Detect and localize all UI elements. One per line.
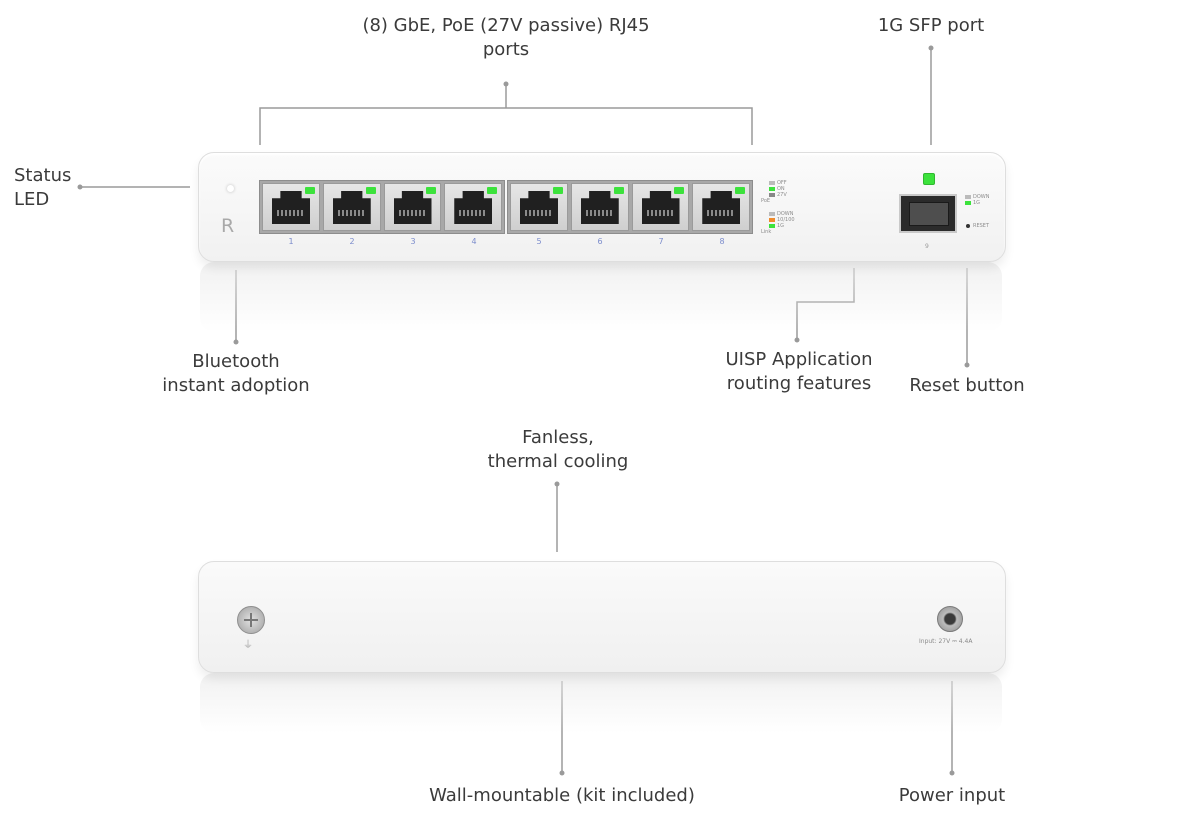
switch-rear-panel: ⏚ Input: 27V ⎓ 4.4A <box>198 561 1006 673</box>
power-input-label: Power input <box>898 785 1006 806</box>
power-leader-dot <box>949 770 955 776</box>
port-led-4 <box>487 187 497 194</box>
uisp-label: UISP Application routing features <box>725 349 873 394</box>
rj45-port-group-1 <box>259 180 505 234</box>
fanless-label: Fanless, thermal cooling <box>487 427 629 472</box>
reset-button <box>966 224 970 228</box>
reset-text: RESET <box>973 223 990 229</box>
switch-front-panel: R 1 2 3 4 5 6 7 8 OFF ON 27V PoE DOWN 10… <box>198 152 1006 262</box>
rj45-port-5 <box>510 183 568 231</box>
fanless-leader-dot <box>554 481 560 487</box>
port-number-6: 6 <box>597 237 603 246</box>
port-led-7 <box>674 187 685 194</box>
power-spec: Input: 27V ⎓ 4.4A <box>919 638 973 645</box>
rj45-port-8 <box>692 183 750 231</box>
rj45-leader-dot <box>503 81 509 87</box>
brand-logo: R <box>221 215 235 237</box>
rj45-port-7 <box>631 183 690 231</box>
port-led-6 <box>613 187 624 194</box>
rj45-port-group-2 <box>507 180 753 234</box>
rj45-port-1 <box>262 183 320 231</box>
port-number-5: 5 <box>536 237 542 246</box>
port-number-1: 1 <box>288 237 294 246</box>
port-number-4: 4 <box>471 237 477 246</box>
sfp-port-label: 1G SFP port <box>877 15 985 36</box>
sfp-leader-dot <box>928 45 934 51</box>
front-reflection <box>200 262 1002 332</box>
rj45-port-4 <box>444 183 502 231</box>
wall-mount-label: Wall-mountable (kit included) <box>429 785 695 806</box>
port-led-5 <box>552 187 563 194</box>
port-led-8 <box>735 187 745 194</box>
port-led-1 <box>304 187 315 194</box>
ground-screw-icon <box>237 606 265 634</box>
sfp-legend: DOWN 1G <box>965 194 989 206</box>
poe-legend: OFF ON 27V PoE <box>761 180 787 204</box>
port-number-7: 7 <box>658 237 664 246</box>
bluetooth-leader-dot <box>233 339 239 345</box>
status-led-leader-dot <box>77 184 83 190</box>
rj45-port-2 <box>322 183 381 231</box>
uisp-leader-dot <box>794 337 800 343</box>
rj45-bracket <box>259 107 753 145</box>
power-jack-icon <box>937 606 963 632</box>
port-led-2 <box>365 187 376 194</box>
bluetooth-label: Bluetooth instant adoption <box>162 351 310 396</box>
wall-mount-leader-dot <box>559 770 565 776</box>
rj45-ports-label: (8) GbE, PoE (27V passive) RJ45 ports <box>362 15 650 60</box>
ground-symbol-icon: ⏚ <box>243 640 253 651</box>
rj45-port-6 <box>570 183 629 231</box>
rj45-port-3 <box>383 183 442 231</box>
sfp-status-led <box>923 173 935 185</box>
sfp-port-number: 9 <box>925 243 929 250</box>
port-number-2: 2 <box>349 237 355 246</box>
port-number-8: 8 <box>719 237 725 246</box>
status-led <box>227 185 234 192</box>
reset-leader-dot <box>964 362 970 368</box>
port-led-3 <box>426 187 437 194</box>
status-led-label: Status LED <box>14 165 72 210</box>
rear-reflection <box>200 673 1002 733</box>
port-number-3: 3 <box>410 237 416 246</box>
link-legend: DOWN 10/100 1G Link <box>761 211 795 235</box>
reset-button-label: Reset button <box>909 375 1025 396</box>
sfp-port <box>899 194 957 233</box>
